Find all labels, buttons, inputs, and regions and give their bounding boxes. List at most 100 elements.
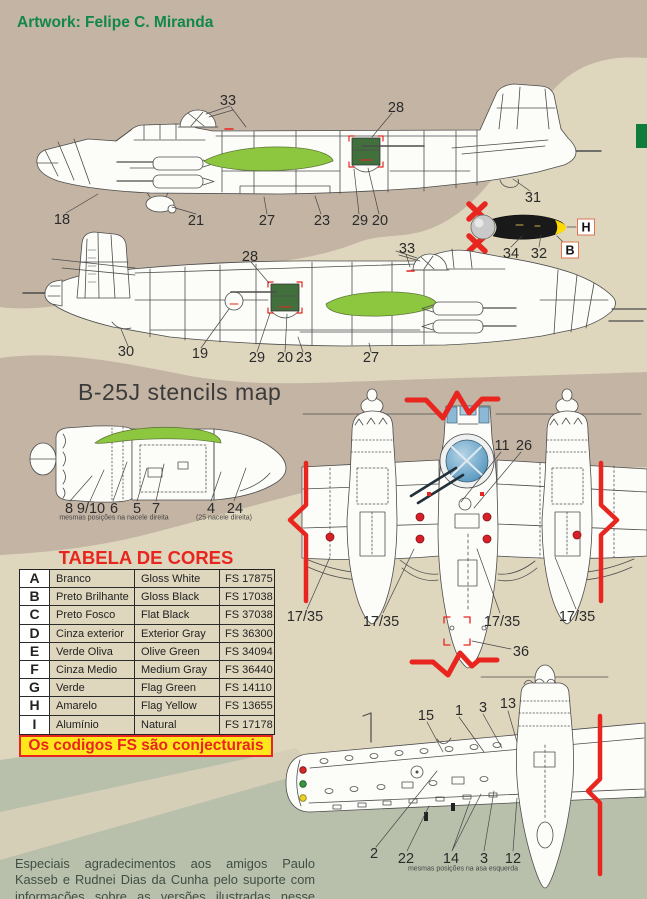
callout-top_view-17/35: 17/35 bbox=[483, 614, 521, 630]
callout-profile2-28: 28 bbox=[241, 249, 259, 265]
color-table-en: Flag Yellow bbox=[134, 697, 219, 716]
color-table-en: Gloss White bbox=[134, 570, 219, 589]
color-table-en: Medium Gray bbox=[134, 660, 219, 680]
color-table-letter: A bbox=[20, 570, 49, 589]
callout-top_view-26: 26 bbox=[515, 438, 533, 454]
callout-profile2-23: 23 bbox=[295, 350, 313, 366]
callout-bottom_view-3: 3 bbox=[478, 700, 488, 716]
wing-note: mesmas posições na asa esquerda bbox=[407, 865, 519, 873]
color-table-fs: FS 34094 bbox=[219, 642, 274, 661]
callout-bottom_view-13: 13 bbox=[499, 696, 517, 712]
callout-nacelle-5: 5 bbox=[132, 501, 142, 517]
color-table-pt: Branco Brilhante bbox=[49, 570, 134, 589]
callout-top_view-17/35: 17/35 bbox=[362, 614, 400, 630]
callout-bottom_view-3: 3 bbox=[479, 851, 489, 867]
callout-bottom_view-22: 22 bbox=[397, 851, 415, 867]
nacelle-side-view bbox=[29, 425, 287, 503]
callout-bottom_view-1: 1 bbox=[454, 703, 464, 719]
callout-nacelle-4: 4 bbox=[206, 501, 216, 517]
callout-profile1-31: 31 bbox=[524, 190, 542, 206]
callout-profile2-27: 27 bbox=[362, 350, 380, 366]
callout-top_view-11: 11 bbox=[494, 438, 510, 454]
callout-propeller-34: 34 bbox=[502, 246, 520, 262]
callout-profile1-28: 28 bbox=[387, 100, 405, 116]
color-table-letter: E bbox=[20, 642, 49, 661]
color-table-pt: Cinza Medio bbox=[49, 660, 134, 680]
callout-nacelle-8: 8 bbox=[64, 501, 74, 517]
color-table-pt: Verde Oliva bbox=[49, 642, 134, 661]
callout-profile2-30: 30 bbox=[117, 344, 135, 360]
top-view-drawing bbox=[287, 388, 647, 678]
color-badge-B: B bbox=[561, 241, 579, 259]
color-table-pt: Alumínio Natural bbox=[49, 715, 134, 734]
bottom-wing-view bbox=[285, 664, 646, 889]
callout-top_view-17/35: 17/35 bbox=[286, 609, 324, 625]
nacelle-note-left: mesmas posições na nacele direita bbox=[59, 514, 169, 522]
callout-nacelle-7: 7 bbox=[151, 501, 161, 517]
callout-profile1-21: 21 bbox=[187, 213, 205, 229]
color-badge-H: H bbox=[577, 218, 595, 236]
color-table-letter: I bbox=[20, 715, 49, 734]
callout-profile2-19: 19 bbox=[191, 346, 209, 362]
color-table-fs: FS 17038 bbox=[219, 588, 274, 607]
color-table-fs: FS 13655 bbox=[219, 697, 274, 716]
callout-nacelle-24: 24 bbox=[226, 501, 244, 517]
color-table-fs: FS 14110 bbox=[219, 679, 274, 698]
callout-profile1-29: 29 bbox=[351, 213, 369, 229]
callout-top_view-36: 36 bbox=[512, 644, 530, 660]
color-table-letter: D bbox=[20, 624, 49, 643]
fs-footnote-banner: Os codigos FS são conjecturais bbox=[19, 735, 273, 757]
callout-profile1-23: 23 bbox=[313, 213, 331, 229]
color-table-en: Flat Black bbox=[134, 606, 219, 625]
callout-profile1-27: 27 bbox=[258, 213, 276, 229]
callout-nacelle-6: 6 bbox=[109, 501, 119, 517]
callout-nacelle-9/10: 9/10 bbox=[76, 501, 106, 517]
color-table-letter: H bbox=[20, 697, 49, 716]
color-table-title: TABELA DE CORES bbox=[58, 547, 234, 568]
propeller-diagram bbox=[466, 201, 577, 254]
color-table-letter: C bbox=[20, 606, 49, 625]
callout-bottom_view-14: 14 bbox=[442, 851, 460, 867]
acknowledgment-text: Especiais agradecimentos aos amigos Paul… bbox=[15, 855, 315, 899]
color-table-fs: FS 36300 bbox=[219, 624, 274, 643]
artwork-credit: Artwork: Felipe C. Miranda bbox=[17, 14, 214, 31]
green-swatch-edge bbox=[636, 124, 647, 148]
color-table-pt: Verde bbox=[49, 679, 134, 698]
color-table-pt: Amarelo bbox=[49, 697, 134, 716]
callout-bottom_view-12: 12 bbox=[504, 851, 522, 867]
color-table-en: Exterior Gray bbox=[134, 624, 219, 643]
side-profile-bottom bbox=[22, 231, 647, 353]
callout-profile1-33: 33 bbox=[219, 93, 237, 109]
callout-bottom_view-2: 2 bbox=[369, 846, 379, 862]
callout-propeller-32: 32 bbox=[530, 246, 548, 262]
color-table-en: Natural Aluminum bbox=[134, 715, 219, 734]
color-table-fs: FS 37038 bbox=[219, 606, 274, 625]
color-table-en: Flag Green bbox=[134, 679, 219, 698]
callout-profile2-33: 33 bbox=[398, 241, 416, 257]
color-table-fs: FS 17875 bbox=[219, 570, 274, 589]
callout-top_view-17/35: 17/35 bbox=[558, 609, 596, 625]
color-table-letter: G bbox=[20, 679, 49, 698]
side-profile-top bbox=[36, 83, 602, 215]
color-table-letter: F bbox=[20, 660, 49, 680]
color-table-fs: FS 17178 bbox=[219, 715, 274, 734]
color-table-en: Olive Green bbox=[134, 642, 219, 661]
callout-profile1-20: 20 bbox=[371, 213, 389, 229]
callout-bottom_view-15: 15 bbox=[417, 708, 435, 724]
stencils-map-title: B-25J stencils map bbox=[78, 379, 282, 405]
color-table-letter: B bbox=[20, 588, 49, 607]
callout-profile1-18: 18 bbox=[53, 212, 71, 228]
color-table-pt: Preto Fosco bbox=[49, 606, 134, 625]
